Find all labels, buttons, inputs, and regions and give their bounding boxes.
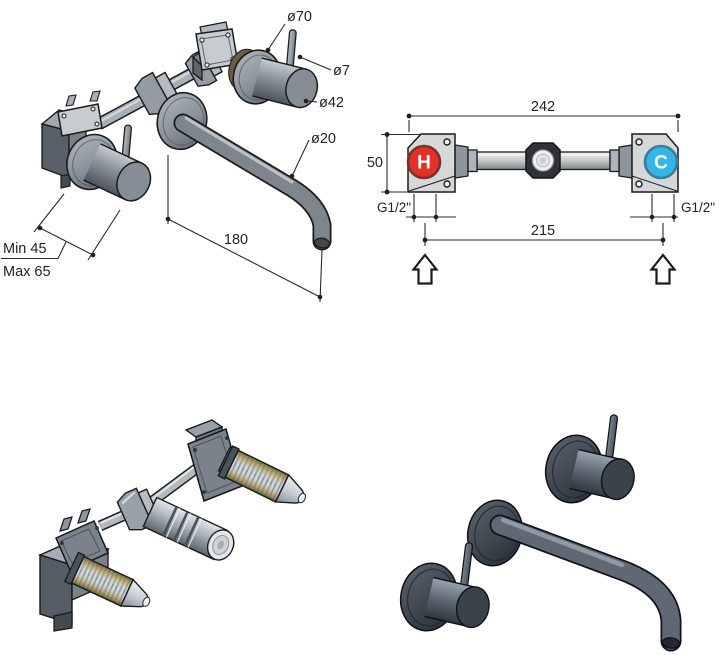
dim-label-dia70: ø70 bbox=[287, 9, 312, 25]
dim-label-g12-right: G1/2" bbox=[681, 200, 715, 215]
dim-label-242: 242 bbox=[531, 99, 555, 115]
hot-label: H bbox=[417, 153, 431, 174]
dim-label-215: 215 bbox=[531, 223, 555, 239]
spout-socket bbox=[142, 496, 235, 561]
dim-label-dia42: ø42 bbox=[319, 95, 344, 111]
top-valve-unit bbox=[184, 419, 313, 516]
lower-valve-unit bbox=[38, 508, 157, 632]
dimension-g12-left: G1/2" bbox=[377, 194, 456, 222]
dimension-depth-min-max: Min 45 Max 65 bbox=[1, 193, 121, 280]
iso-technical-view: ø70 ø7 ø42 ø20 180 Min 45 bbox=[1, 9, 350, 303]
mixer-handle bbox=[66, 124, 152, 202]
spout bbox=[173, 113, 332, 251]
rough-in-body-render bbox=[38, 419, 313, 632]
spout-outlet-front bbox=[525, 142, 561, 179]
dim-label-g12-left: G1/2" bbox=[377, 200, 411, 215]
trim-set-render bbox=[393, 401, 682, 652]
spout-outlet bbox=[313, 237, 331, 249]
dimension-dia70: ø70 bbox=[265, 9, 312, 53]
dim-label-min45: Min 45 bbox=[3, 241, 47, 257]
mixer-handle bbox=[232, 29, 319, 109]
dimension-215: 215 bbox=[422, 223, 666, 246]
hot-valve: H bbox=[406, 133, 456, 193]
dim-label-max65: Max 65 bbox=[3, 264, 51, 280]
dim-label-dia20: ø20 bbox=[311, 131, 336, 147]
dimension-dia7: ø7 bbox=[297, 54, 350, 79]
up-arrow-icon bbox=[411, 253, 439, 285]
hot-indicator-icon bbox=[406, 144, 442, 180]
dimension-50: 50 bbox=[367, 132, 423, 195]
spout-outlet bbox=[661, 637, 681, 649]
dim-label-dia7: ø7 bbox=[333, 63, 350, 79]
dim-label-180: 180 bbox=[224, 232, 248, 248]
dimension-dia20: ø20 bbox=[289, 131, 336, 179]
dimension-242: 242 bbox=[406, 99, 681, 132]
up-arrow-icon bbox=[649, 253, 677, 285]
dimension-180: 180 bbox=[165, 155, 323, 303]
installation-schematic: 242 50 bbox=[367, 99, 715, 285]
cold-valve: C bbox=[631, 133, 679, 193]
cold-label: C bbox=[654, 153, 668, 174]
dim-label-50: 50 bbox=[367, 155, 383, 171]
spout bbox=[489, 514, 682, 652]
dimension-g12-right: G1/2" bbox=[630, 194, 715, 222]
cold-indicator-icon bbox=[643, 144, 679, 180]
dimension-dia42: ø42 bbox=[303, 95, 344, 111]
